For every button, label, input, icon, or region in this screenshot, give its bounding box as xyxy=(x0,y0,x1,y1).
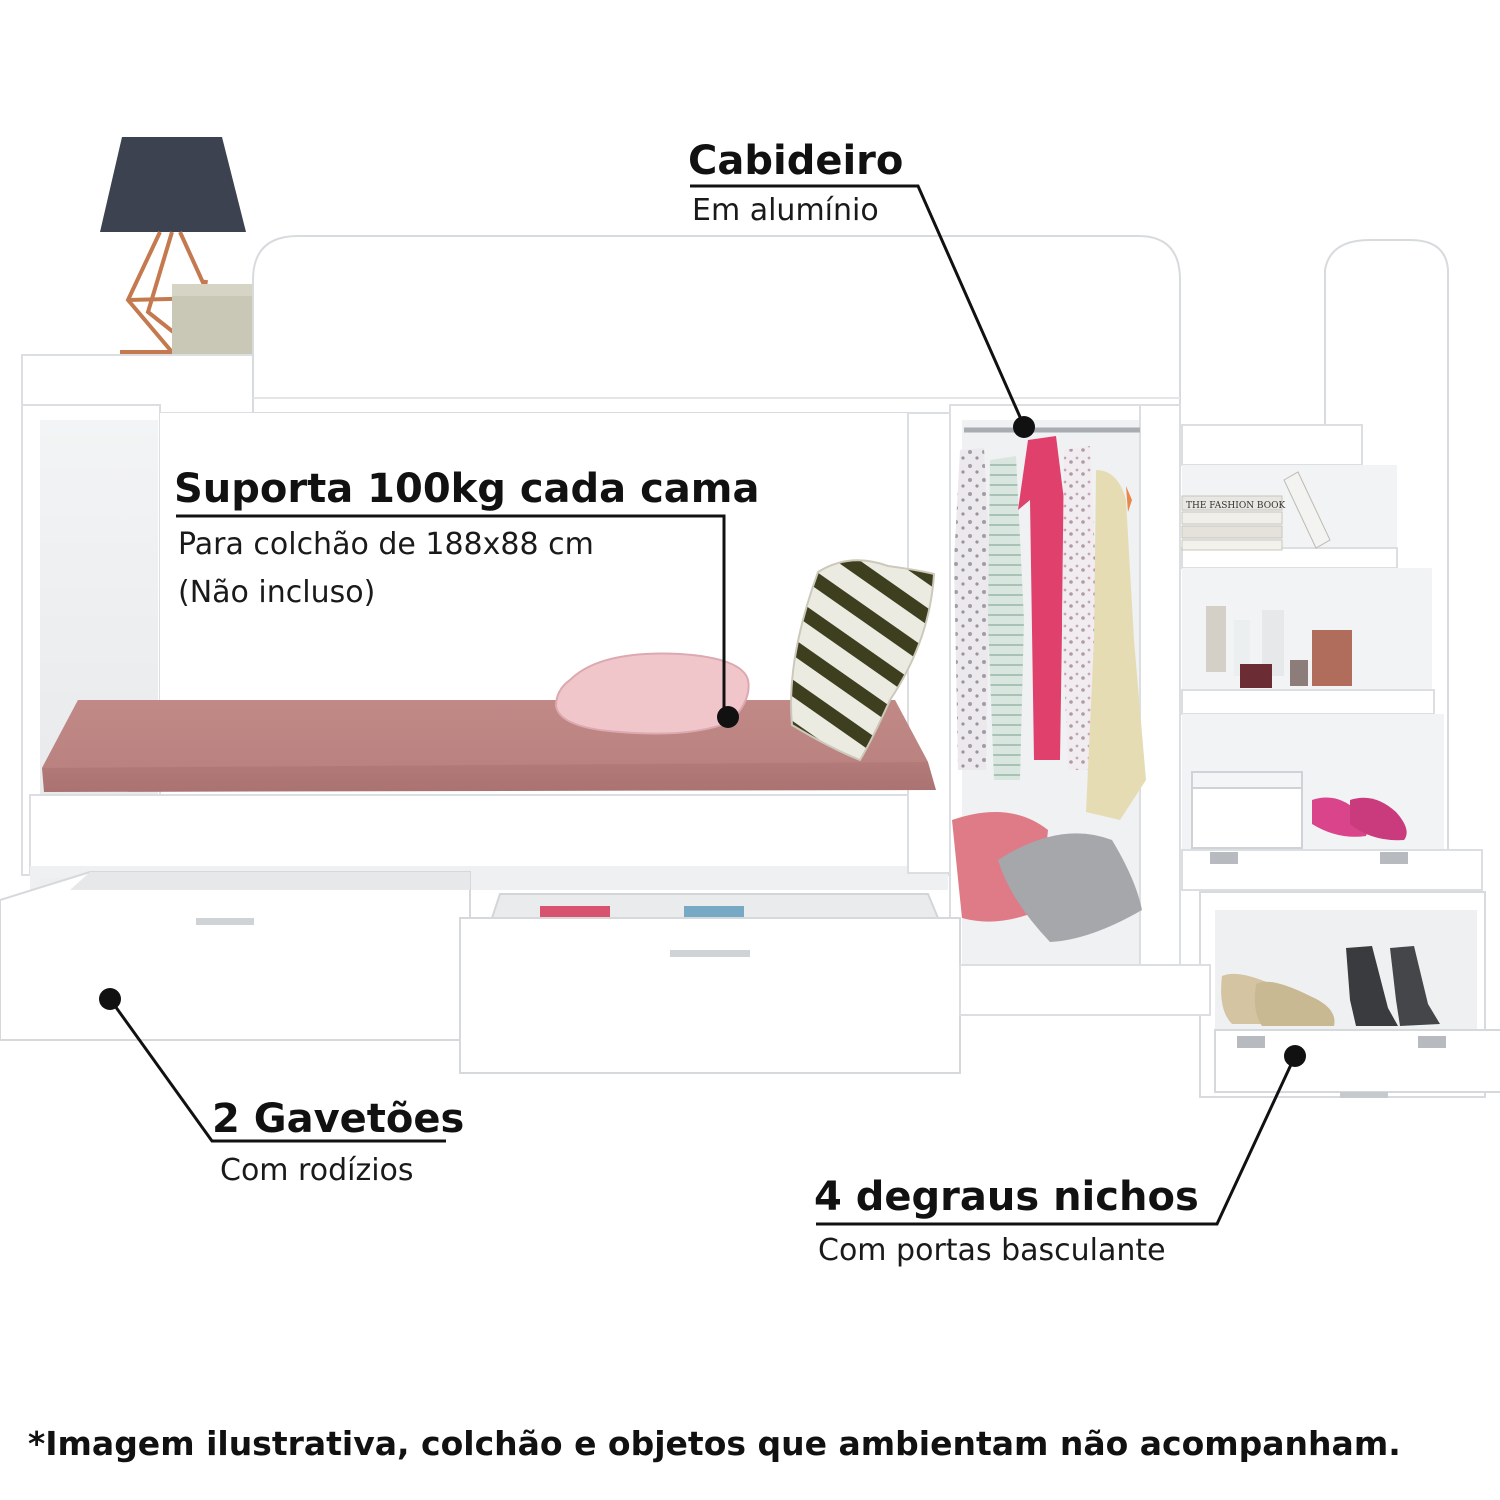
sneakers xyxy=(1221,946,1440,1026)
gavetoes-dot xyxy=(99,988,121,1010)
gavetoes-title: 2 Gavetões xyxy=(212,1096,465,1142)
degraus-dot xyxy=(1284,1045,1306,1067)
cabideiro-subtitle: Em alumínio xyxy=(692,193,879,228)
wardrobe xyxy=(949,404,1181,1016)
suporta-title: Suporta 100kg cada cama xyxy=(174,466,760,512)
right-drawer xyxy=(459,893,961,1074)
left-drawer xyxy=(0,871,471,1041)
degraus-title: 4 degraus nichos xyxy=(814,1174,1199,1220)
lamp-shade xyxy=(100,137,246,232)
suporta-leader xyxy=(176,514,726,717)
gavetoes-leader xyxy=(108,998,446,1143)
cabideiro-title: Cabideiro xyxy=(688,138,904,184)
wardrobe-cushions xyxy=(952,812,1142,942)
cabideiro-dot xyxy=(1013,416,1035,438)
suporta-line-2: (Não incluso) xyxy=(178,575,376,610)
hanging-clothes xyxy=(954,436,1146,820)
cosmetics xyxy=(1206,606,1352,688)
gavetoes-subtitle: Com rodízios xyxy=(220,1153,414,1188)
degraus-subtitle: Com portas basculante xyxy=(818,1233,1166,1268)
leader-dots xyxy=(99,416,1306,1067)
white-box xyxy=(1191,771,1303,849)
suporta-line-1: Para colchão de 188x88 cm xyxy=(178,527,594,562)
disclaimer-footnote: *Imagem ilustrativa, colchão e objetos q… xyxy=(28,1424,1401,1463)
striped-cushion xyxy=(790,559,936,762)
degraus-leader xyxy=(816,1055,1297,1226)
book-spine-text: THE FASHION BOOK xyxy=(1186,501,1285,511)
staircase xyxy=(1181,239,1500,1098)
books: THE FASHION BOOK xyxy=(1181,471,1331,551)
pink-flats xyxy=(1312,797,1407,841)
suporta-dot xyxy=(717,706,739,728)
leader-lines xyxy=(108,184,1297,1226)
cabideiro-leader xyxy=(690,184,1026,427)
